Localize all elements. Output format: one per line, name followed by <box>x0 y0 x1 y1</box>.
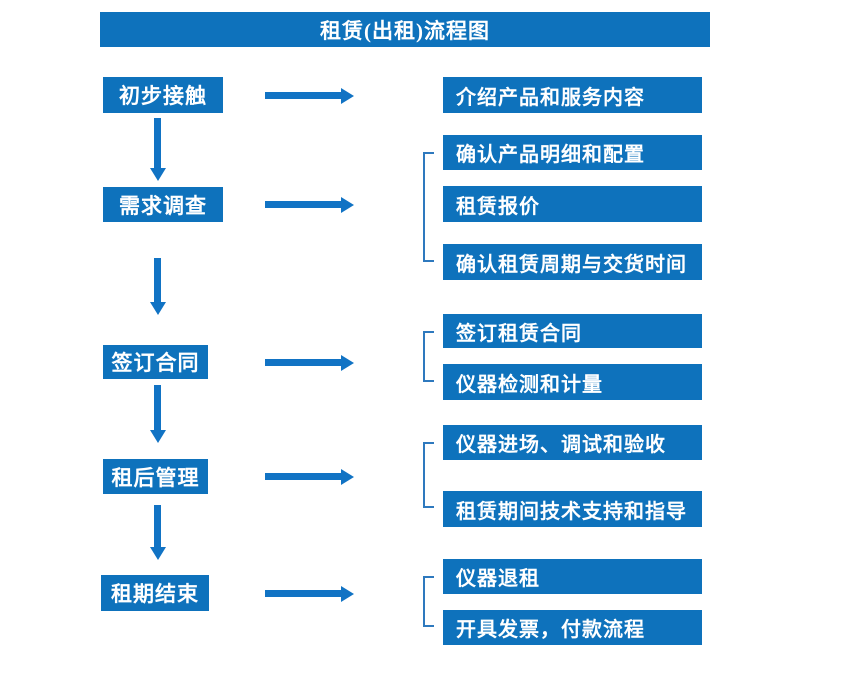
arrow-down-icon <box>154 505 161 547</box>
output-introduce-products-services: 介绍产品和服务内容 <box>443 77 702 113</box>
output-tech-support-during-rental: 租赁期间技术支持和指导 <box>443 491 702 527</box>
group-bracket <box>423 442 434 508</box>
arrow-down-icon <box>154 118 161 168</box>
output-instrument-return: 仪器退租 <box>443 559 702 594</box>
step-sign-contract: 签订合同 <box>103 345 208 379</box>
arrow-right-icon <box>265 359 341 366</box>
step-post-rental-management: 租后管理 <box>103 459 208 494</box>
arrow-right-icon <box>265 201 341 208</box>
arrow-right-icon <box>265 92 341 99</box>
arrow-down-icon <box>154 258 161 302</box>
group-bracket <box>423 152 434 262</box>
output-instrument-testing-metering: 仪器检测和计量 <box>443 364 702 400</box>
group-bracket <box>423 331 434 382</box>
arrow-down-icon <box>154 385 161 430</box>
step-demand-survey: 需求调查 <box>103 187 223 222</box>
step-initial-contact: 初步接触 <box>103 77 223 113</box>
output-instrument-arrival-debug-acceptance: 仪器进场、调试和验收 <box>443 425 702 460</box>
group-bracket <box>423 576 434 627</box>
output-confirm-rental-period-delivery: 确认租赁周期与交货时间 <box>443 244 702 280</box>
diagram-title: 租赁(出租)流程图 <box>100 12 710 47</box>
output-confirm-product-details: 确认产品明细和配置 <box>443 135 702 170</box>
arrow-right-icon <box>265 590 341 597</box>
output-invoice-payment-process: 开具发票，付款流程 <box>443 610 702 645</box>
arrow-right-icon <box>265 473 341 480</box>
step-rental-end: 租期结束 <box>101 575 209 611</box>
output-sign-rental-contract: 签订租赁合同 <box>443 314 702 348</box>
output-rental-quotation: 租赁报价 <box>443 186 702 222</box>
